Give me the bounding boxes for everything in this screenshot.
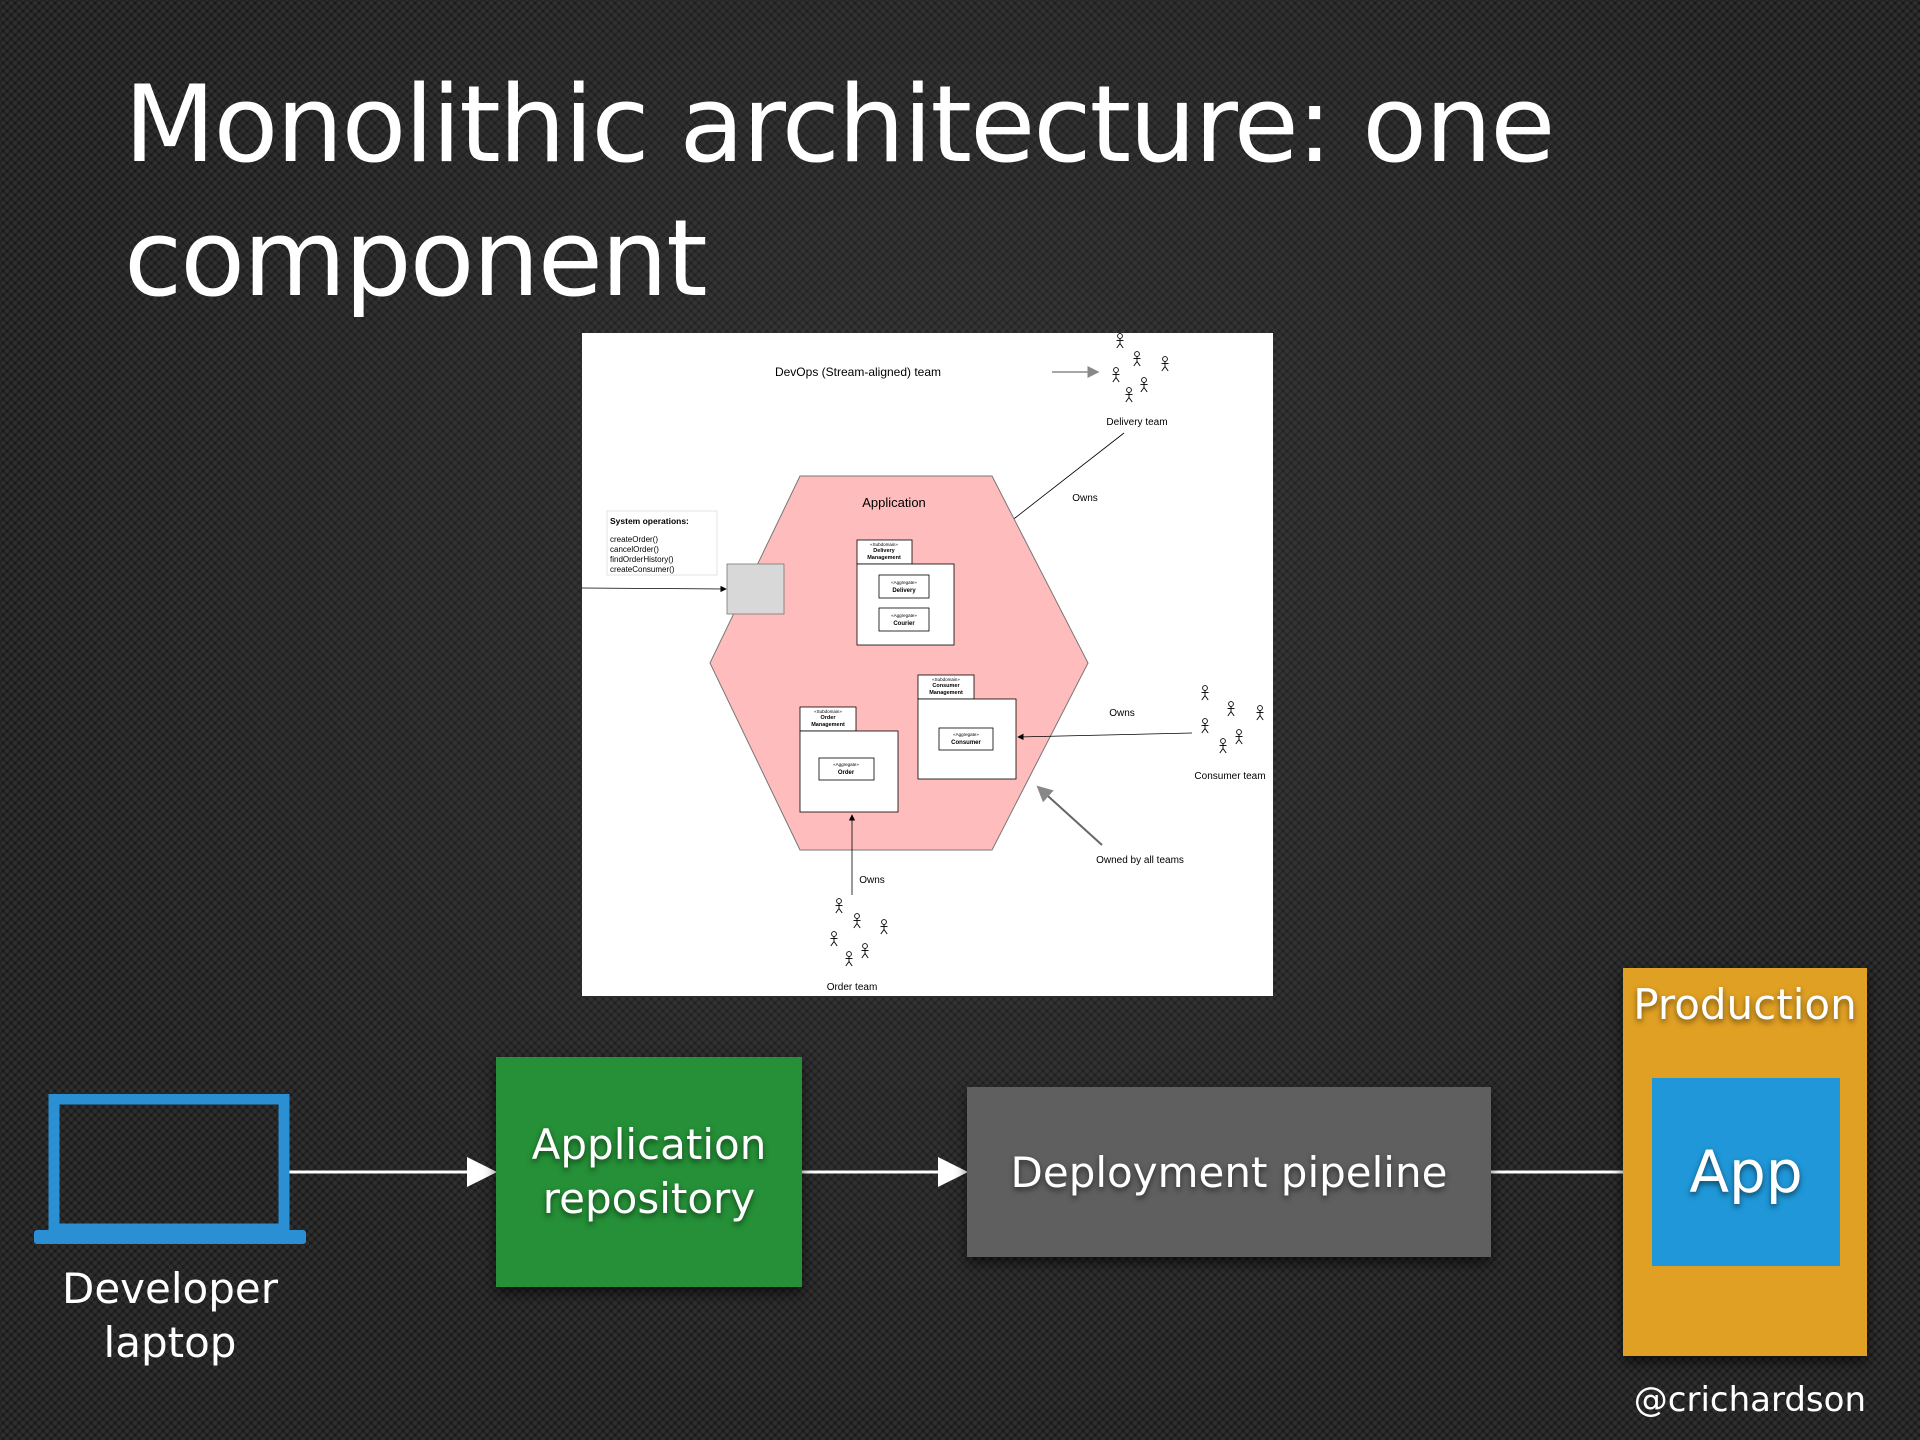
application-label: Application: [862, 495, 926, 510]
svg-text:«Subdomain»: «Subdomain»: [870, 542, 898, 547]
svg-text:«Aggregate»: «Aggregate»: [833, 762, 859, 767]
application-hexagon: [709, 475, 1089, 851]
order-team-icon: [830, 898, 888, 967]
owns-delivery-label: Owns: [1072, 493, 1098, 504]
system-op-item: cancelOrder(): [610, 545, 659, 554]
consumer-aggregate-label: Consumer: [951, 740, 981, 746]
courier-aggregate-label: Courier: [893, 621, 915, 627]
order-management-subdomain: «Subdomain» Order Management «Aggregate»…: [799, 706, 899, 813]
owns-order-label: Owns: [859, 875, 885, 886]
slide-title: Monolithic architecture: one component: [124, 63, 1555, 320]
laptop-icon: [34, 1094, 306, 1244]
consumer-team-icon: [1201, 685, 1264, 754]
app-box: App: [1652, 1078, 1840, 1266]
svg-text:«Subdomain»: «Subdomain»: [932, 677, 960, 682]
svg-text:Management: Management: [811, 722, 845, 728]
developer-laptop-label: Developer laptop: [61, 1264, 278, 1367]
consumer-management-subdomain: «Subdomain» Consumer Management «Aggrega…: [917, 674, 1017, 780]
owns-consumer-label: Owns: [1109, 708, 1135, 719]
svg-text:«Aggregate»: «Aggregate»: [953, 732, 979, 737]
application-repository-label: Application repository: [531, 1120, 767, 1223]
system-op-item: createOrder(): [610, 535, 658, 544]
svg-text:«Aggregate»: «Aggregate»: [891, 580, 917, 585]
svg-text:Consumer: Consumer: [932, 683, 960, 689]
system-op-item: findOrderHistory(): [610, 555, 674, 564]
delivery-team-label: Delivery team: [1106, 417, 1167, 428]
delivery-team-icon: [1112, 333, 1169, 403]
svg-text:«Subdomain»: «Subdomain»: [814, 709, 842, 714]
svg-text:Management: Management: [867, 555, 901, 561]
consumer-team-label: Consumer team: [1194, 771, 1265, 782]
app-label: App: [1689, 1138, 1803, 1206]
api-port-box: [726, 563, 785, 615]
owned-by-all-label: Owned by all teams: [1096, 855, 1184, 866]
svg-text:Delivery: Delivery: [873, 548, 895, 554]
devops-label: DevOps (Stream-aligned) team: [775, 365, 941, 379]
production-label: Production: [1633, 980, 1857, 1029]
deployment-pipeline-box: Deployment pipeline: [967, 1087, 1491, 1257]
delivery-management-subdomain: «Subdomain» Delivery Management «Aggrega…: [856, 539, 955, 646]
delivery-aggregate-label: Delivery: [892, 588, 916, 594]
architecture-diagram: DevOps (Stream-aligned) team Delivery te…: [582, 333, 1273, 996]
svg-text:Order: Order: [821, 715, 837, 721]
application-repository-box: Application repository: [496, 1057, 802, 1287]
author-handle: @crichardson: [1633, 1380, 1866, 1420]
svg-text:Management: Management: [929, 690, 963, 696]
system-ops-title: System operations:: [610, 516, 689, 526]
svg-text:«Aggregate»: «Aggregate»: [891, 613, 917, 618]
deployment-pipeline-label: Deployment pipeline: [1010, 1147, 1448, 1197]
order-team-label: Order team: [827, 982, 878, 993]
order-aggregate-label: Order: [838, 770, 855, 776]
system-op-item: createConsumer(): [610, 565, 675, 574]
